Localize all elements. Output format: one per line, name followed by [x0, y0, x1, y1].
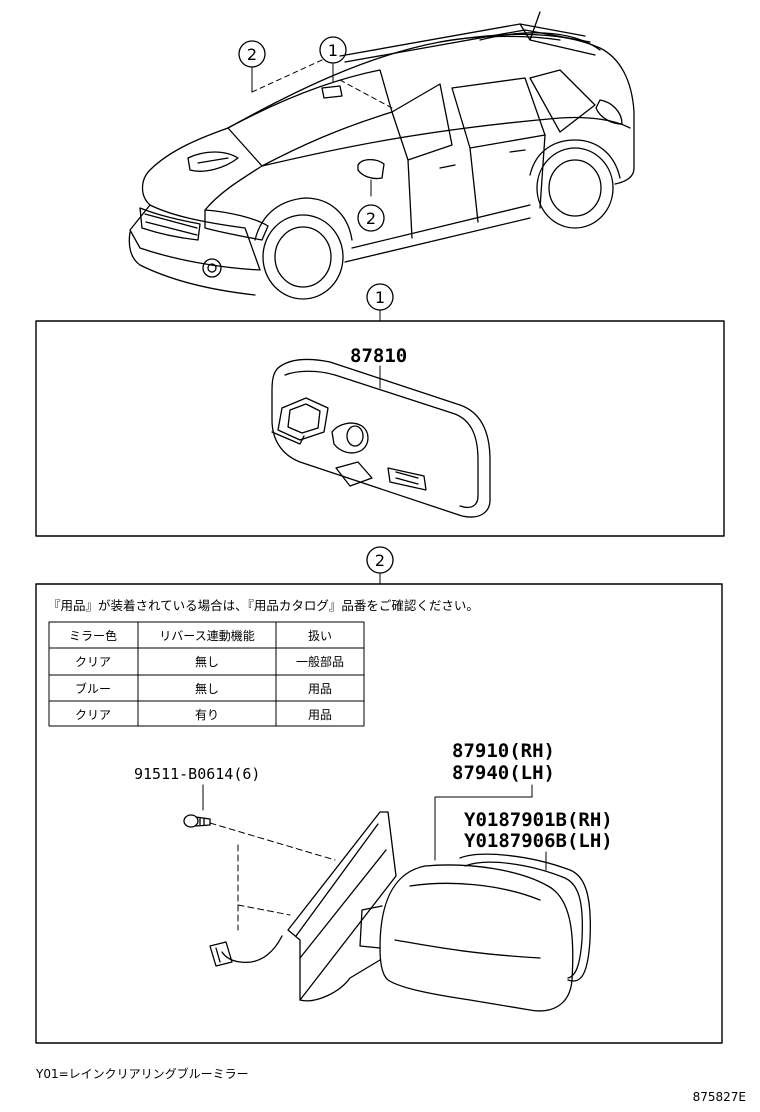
callout-roof-left: 2	[247, 45, 257, 64]
part-number-mirror-rh: 87910(RH)	[452, 740, 555, 762]
table-cell: クリア	[75, 655, 111, 669]
callout-circle-roof-right	[319, 36, 347, 64]
callout-box1: 1	[375, 288, 385, 307]
part-number-mirror-lh: 87940(LH)	[452, 762, 555, 784]
spec-table-grid	[48, 621, 365, 727]
table-header-mirror-color: ミラー色	[69, 629, 117, 643]
table-cell: クリア	[75, 708, 111, 722]
callout-door-mirror: 2	[366, 209, 376, 228]
table-cell: 用品	[308, 708, 332, 722]
footnote: Y01=レインクリアリングブルーミラー	[35, 1066, 249, 1081]
table-cell: 無し	[195, 681, 219, 696]
callout-circle-roof-left	[238, 40, 266, 68]
box2-leaders	[202, 784, 547, 871]
callout-box2: 2	[375, 551, 385, 570]
vehicle-illustration	[128, 11, 635, 300]
install-dashes	[209, 822, 336, 931]
part-number-accessory-rh: Y0187901B(RH)	[464, 809, 613, 831]
accessory-note: 『用品』が装着されている場合は、『用品カタログ』品番をご確認ください。	[48, 598, 479, 613]
table-cell: 一般部品	[296, 654, 344, 669]
inner-mirror-illustration	[271, 358, 491, 518]
bolt-illustration	[183, 814, 211, 828]
part-number-bolt: 91511-B0614(6)	[134, 765, 260, 783]
table-header-reverse-function: リバース連動機能	[159, 628, 254, 643]
table-cell: 用品	[308, 682, 332, 696]
car-callout-leaders	[251, 59, 393, 197]
figure-code: 875827E	[693, 1090, 746, 1104]
box1-frame	[35, 320, 725, 537]
table-cell: 有り	[195, 708, 219, 722]
part-number-accessory-lh: Y0187906B(LH)	[464, 830, 613, 852]
table-header-handling: 扱い	[308, 629, 332, 643]
callout-circle-door-mirror	[357, 204, 385, 232]
door-mirror-illustration	[209, 811, 591, 1012]
callout-roof-right: 1	[328, 41, 338, 60]
table-cell: ブルー	[75, 681, 111, 696]
box2-frame	[35, 583, 723, 1044]
part-number-87810: 87810	[350, 345, 407, 367]
table-cell: 無し	[195, 654, 219, 669]
